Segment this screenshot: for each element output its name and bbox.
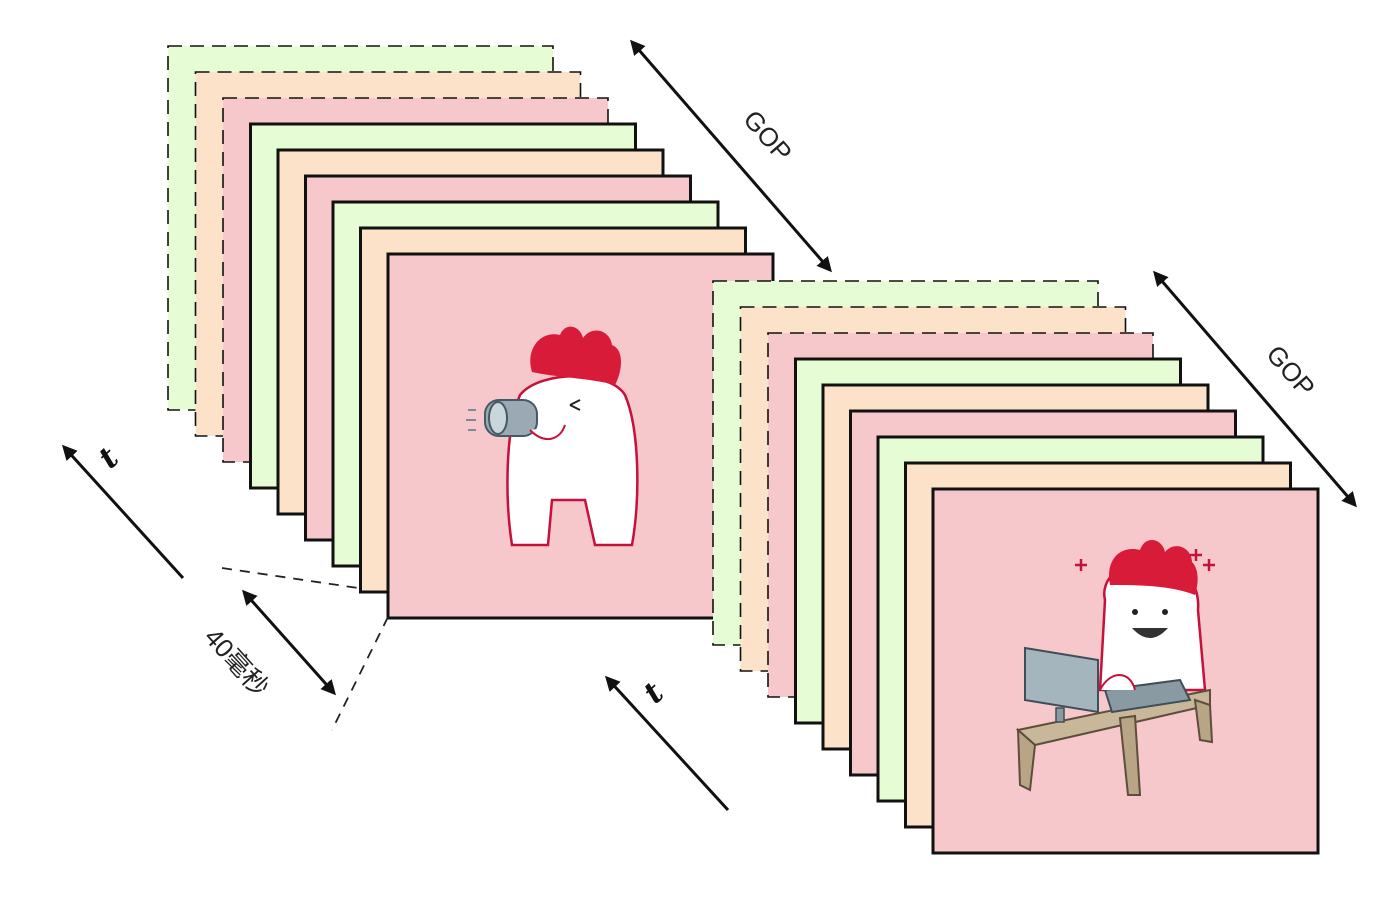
mascot-computer-illustration — [1015, 540, 1215, 796]
gop-lower-arrow — [1153, 270, 1357, 508]
gop-stack-2 — [712, 280, 1320, 855]
frame-interval-guide-bottom — [331, 616, 389, 731]
time-label-bottom: t — [637, 676, 671, 711]
gop-upper-arrow — [630, 39, 832, 273]
time-arrow-left — [61, 444, 185, 580]
frame-interval-label: 40毫秒 — [199, 622, 275, 702]
gop-stack-1 — [167, 45, 775, 620]
frame-interval-arrow — [242, 589, 336, 696]
time-label-left: t — [92, 441, 126, 476]
mascot-binoculars-illustration — [466, 326, 639, 547]
gop-upper-label: GOP — [737, 104, 798, 167]
time-arrow-bottom — [604, 675, 730, 812]
frame-interval-guide-top — [221, 567, 359, 589]
gop-lower-label: GOP — [1260, 339, 1321, 402]
